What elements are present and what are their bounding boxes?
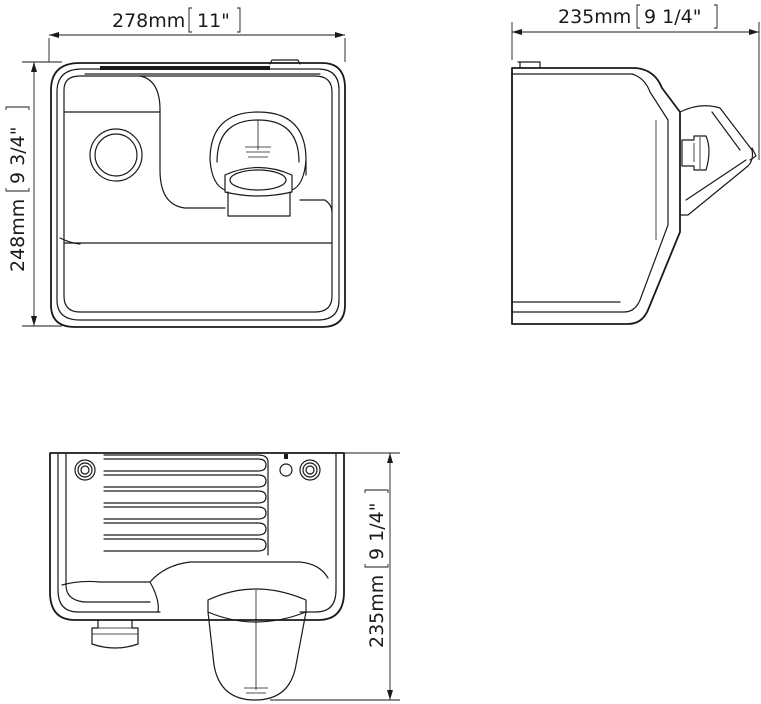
bottom-depth-metric: 235mm xyxy=(366,575,388,648)
side-depth-imperial: 9 1/4" xyxy=(644,6,701,28)
front-width-metric: 278mm xyxy=(112,10,185,32)
front-width-imperial: 11" xyxy=(197,10,230,32)
vent-slots xyxy=(103,454,269,556)
front-height-metric: 248mm xyxy=(7,199,29,272)
bottom-depth-imperial: 9 1/4" xyxy=(366,503,388,560)
side-view: 235mm 9 1/4" xyxy=(511,4,760,325)
front-height-imperial: 9 3/4" xyxy=(7,127,29,184)
side-depth-dimension: 235mm 9 1/4" xyxy=(511,4,760,160)
front-height-dimension: 248mm 9 3/4" xyxy=(5,61,62,327)
bottom-depth-dimension: 235mm 9 1/4" xyxy=(270,452,400,701)
bottom-view: 235mm 9 1/4" xyxy=(49,452,400,701)
side-depth-metric: 235mm xyxy=(558,6,631,28)
front-view: 278mm 11" 248mm 9 3/4" xyxy=(5,7,346,328)
front-width-dimension: 278mm 11" xyxy=(48,7,346,62)
